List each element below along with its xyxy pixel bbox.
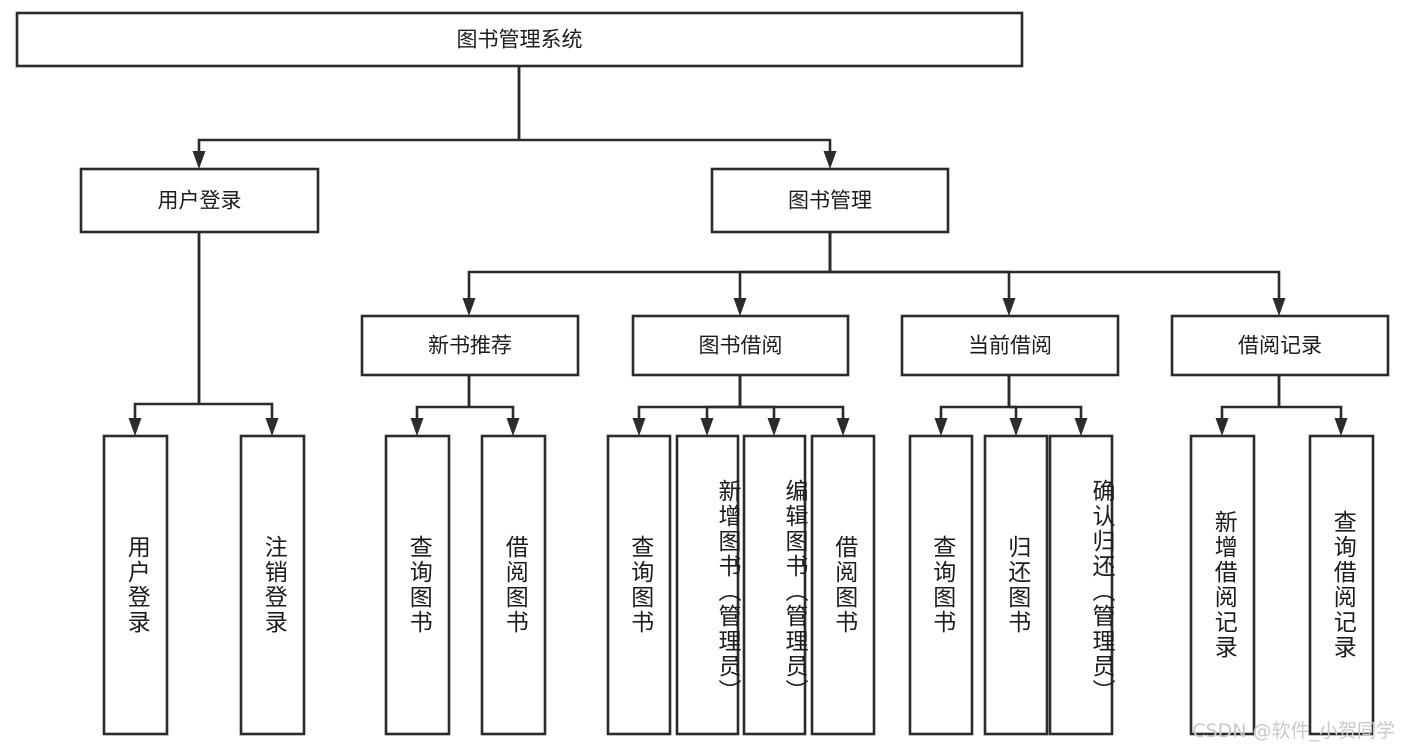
connector-edge <box>632 375 742 436</box>
connector-edge <box>1215 375 1281 436</box>
connector-edge <box>410 375 471 436</box>
arrow-head-icon <box>700 418 714 436</box>
arrow-head-icon <box>767 418 781 436</box>
arrow-head-icon <box>1215 418 1229 436</box>
connector-line <box>467 270 830 298</box>
connector-edge <box>738 375 781 436</box>
connector-line <box>1009 405 1018 418</box>
connector-edge <box>128 232 201 436</box>
connector-line <box>199 402 274 418</box>
connector-line <box>1220 405 1279 418</box>
leaf-node-box[interactable] <box>1048 434 1114 736</box>
arrow-head-icon <box>506 418 520 436</box>
watermark-text: CSDN @软件_小贺同学 <box>1192 720 1395 742</box>
arrow-head-icon <box>1334 418 1348 436</box>
leaf-node-box[interactable] <box>1189 434 1256 736</box>
arrow-head-icon <box>1002 298 1016 316</box>
connector-edge <box>197 232 279 436</box>
arrow-head-icon <box>265 418 279 436</box>
connector-line <box>133 402 199 418</box>
arrow-head-icon <box>1009 418 1023 436</box>
connector-edge <box>462 232 832 316</box>
leaf-node-box[interactable] <box>606 434 672 736</box>
connector-line <box>1009 405 1083 418</box>
level3-node-box[interactable] <box>360 314 580 377</box>
connector-edge <box>1277 375 1348 436</box>
level3-node-box[interactable] <box>631 314 850 377</box>
leaf-node-box[interactable] <box>908 434 974 736</box>
arrow-head-icon <box>632 418 646 436</box>
leaf-node-box[interactable] <box>810 434 876 736</box>
connector-line <box>738 270 830 298</box>
connector-line <box>637 405 740 418</box>
connector-edge <box>700 375 742 436</box>
connector-edge <box>1007 375 1088 436</box>
connector-line <box>519 138 832 151</box>
connector-edge <box>192 66 521 169</box>
connector-edge <box>1007 375 1023 436</box>
arrow-head-icon <box>1272 298 1286 316</box>
level3-node-label: 借阅记录 <box>1238 334 1322 358</box>
arrow-head-icon <box>934 418 948 436</box>
connector-line <box>939 405 1009 418</box>
leaf-node-box[interactable] <box>480 434 547 736</box>
arrow-head-icon <box>733 298 747 316</box>
connector-edge <box>934 375 1011 436</box>
arrow-head-icon <box>410 418 424 436</box>
leaf-node-box[interactable] <box>742 434 807 736</box>
level3-node-label: 图书借阅 <box>699 334 783 358</box>
connector-line <box>830 270 1281 298</box>
level3-node-label: 新书推荐 <box>428 334 512 358</box>
root-node-label: 图书管理系统 <box>457 28 583 52</box>
level2-node-box[interactable] <box>710 167 950 234</box>
connector-line <box>830 270 1011 298</box>
leaf-node-box[interactable] <box>1308 434 1375 736</box>
arrow-head-icon <box>823 151 837 169</box>
connector-edge <box>828 232 1016 316</box>
box-layer <box>15 11 1390 736</box>
level3-node-label: 当前借阅 <box>968 334 1052 358</box>
connector-edge <box>733 232 832 316</box>
connector-line <box>415 405 469 418</box>
connector-line <box>469 405 515 418</box>
leaf-node-box[interactable] <box>983 434 1049 736</box>
connector-line <box>1279 405 1343 418</box>
connector-edge <box>517 66 837 169</box>
arrow-head-icon <box>836 418 850 436</box>
connector-layer <box>128 66 1348 436</box>
arrow-head-icon <box>1074 418 1088 436</box>
level2-node-label: 用户登录 <box>158 189 242 213</box>
level2-node-label: 图书管理 <box>788 189 872 213</box>
arrow-head-icon <box>462 298 476 316</box>
connector-edge <box>467 375 520 436</box>
level3-node-box[interactable] <box>900 314 1120 377</box>
connector-edge <box>738 375 850 436</box>
connector-line <box>740 405 776 418</box>
arrow-head-icon <box>128 418 142 436</box>
leaf-node-box[interactable] <box>102 434 169 736</box>
root-node-box[interactable] <box>15 11 1024 68</box>
connector-edge <box>828 232 1286 316</box>
connector-line <box>705 405 740 418</box>
leaf-node-box[interactable] <box>239 434 306 736</box>
leaf-node-box[interactable] <box>675 434 740 736</box>
connector-line <box>740 405 845 418</box>
level2-node-box[interactable] <box>79 167 320 234</box>
level3-node-box[interactable] <box>1170 314 1390 377</box>
leaf-node-box[interactable] <box>384 434 451 736</box>
connector-line <box>197 138 519 151</box>
arrow-head-icon <box>192 151 206 169</box>
